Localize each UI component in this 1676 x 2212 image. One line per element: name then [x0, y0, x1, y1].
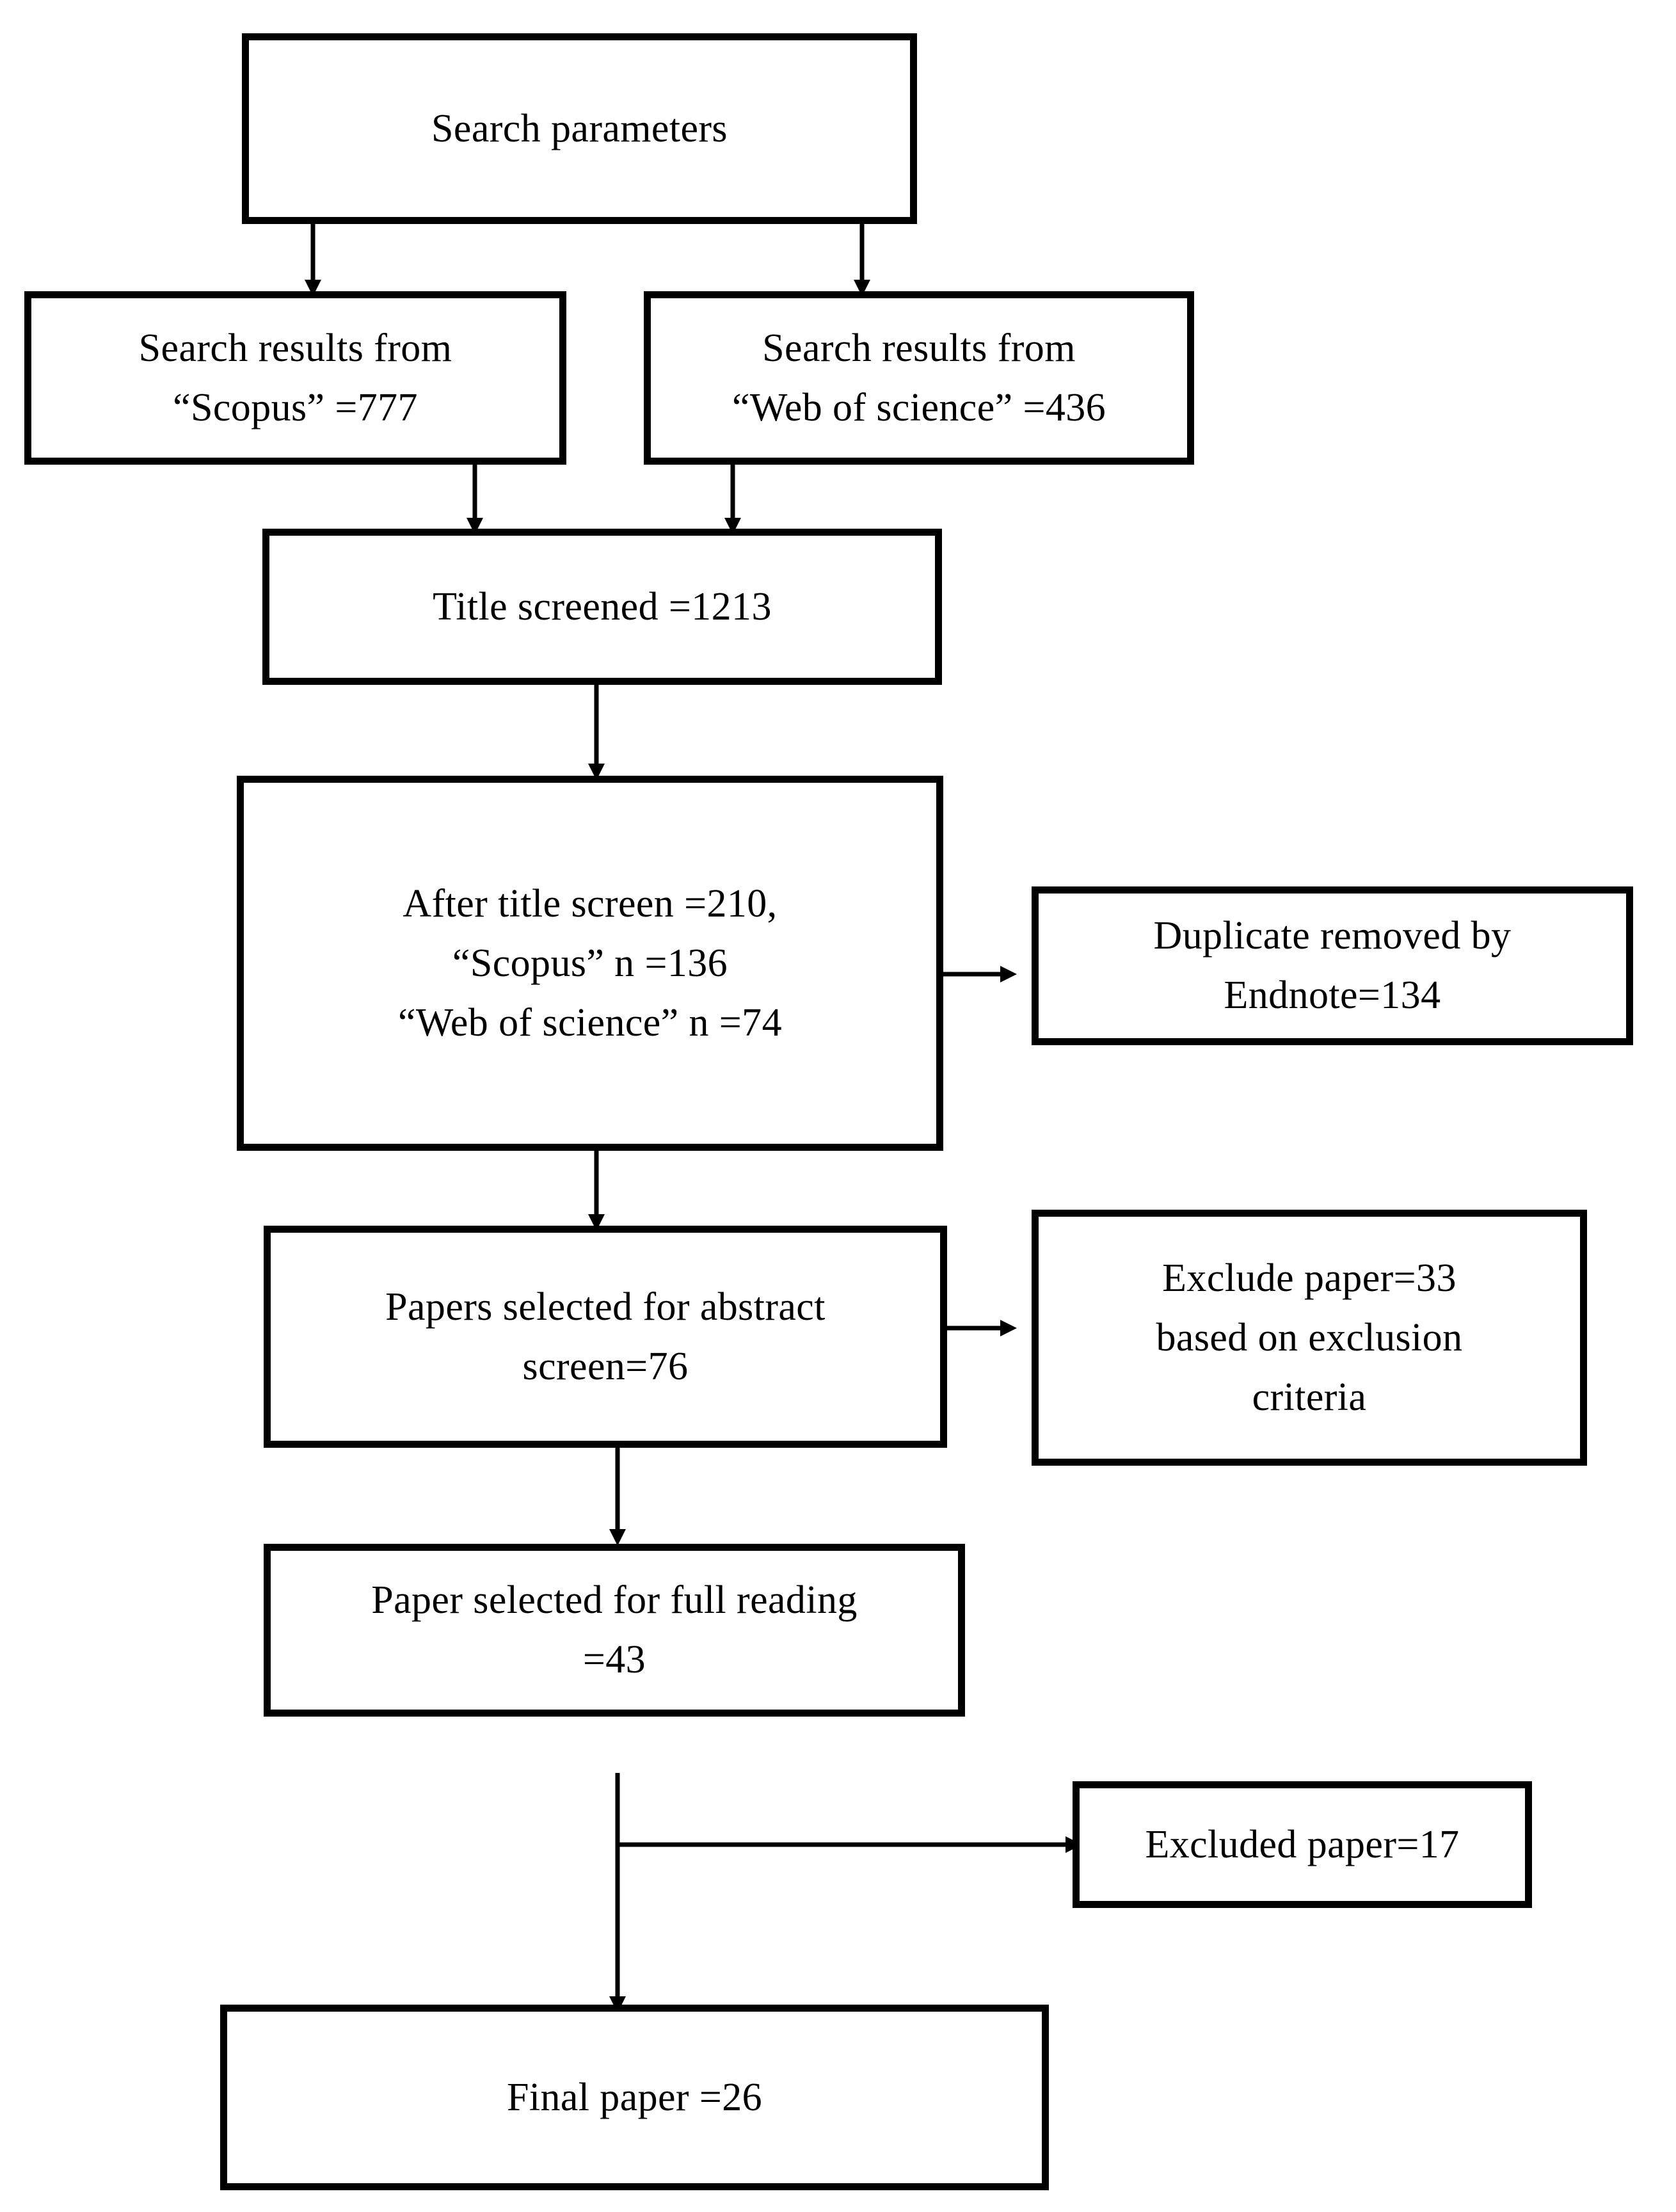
node-line: Search parameters — [431, 106, 728, 150]
node-abstract-screen[interactable]: Papers selected for abstract screen=76 — [264, 1226, 947, 1448]
node-search-parameters[interactable]: Search parameters — [242, 33, 917, 224]
node-line: based on exclusion — [1156, 1315, 1463, 1359]
node-line: Exclude paper=33 — [1162, 1256, 1457, 1300]
node-after-title-screen[interactable]: After title screen =210, “Scopus” n =136… — [237, 776, 943, 1151]
node-duplicate-removed[interactable]: Duplicate removed by Endnote=134 — [1032, 886, 1633, 1045]
node-line: Final paper =26 — [506, 2075, 763, 2119]
node-title-screened[interactable]: Title screened =1213 — [262, 529, 942, 685]
node-line: screen=76 — [522, 1344, 689, 1388]
node-line: Search results from — [762, 326, 1076, 370]
node-line: “Web of science” n =74 — [398, 1000, 782, 1045]
node-excluded-paper[interactable]: Excluded paper=17 — [1073, 1781, 1532, 1908]
node-line: Endnote=134 — [1224, 974, 1441, 1017]
node-line: Duplicate removed by — [1153, 914, 1512, 958]
node-line: criteria — [1252, 1375, 1367, 1419]
node-line: “Scopus” =777 — [173, 385, 418, 429]
node-line: Paper selected for full reading — [371, 1578, 858, 1622]
node-line: Title screened =1213 — [433, 584, 772, 629]
node-full-reading[interactable]: Paper selected for full reading =43 — [264, 1544, 965, 1717]
node-wos-results[interactable]: Search results from “Web of science” =43… — [644, 291, 1194, 465]
node-line: “Scopus” n =136 — [452, 941, 728, 985]
node-line: Papers selected for abstract — [385, 1285, 826, 1329]
node-scopus-results[interactable]: Search results from “Scopus” =777 — [24, 291, 566, 465]
node-line: =43 — [582, 1638, 646, 1681]
node-line: Search results from — [138, 326, 452, 370]
node-exclude-criteria[interactable]: Exclude paper=33 based on exclusion crit… — [1032, 1210, 1587, 1466]
node-final-paper[interactable]: Final paper =26 — [220, 2005, 1049, 2190]
node-line: Excluded paper=17 — [1145, 1822, 1460, 1866]
node-line: After title screen =210, — [403, 881, 778, 926]
node-line: “Web of science” =436 — [731, 385, 1106, 429]
